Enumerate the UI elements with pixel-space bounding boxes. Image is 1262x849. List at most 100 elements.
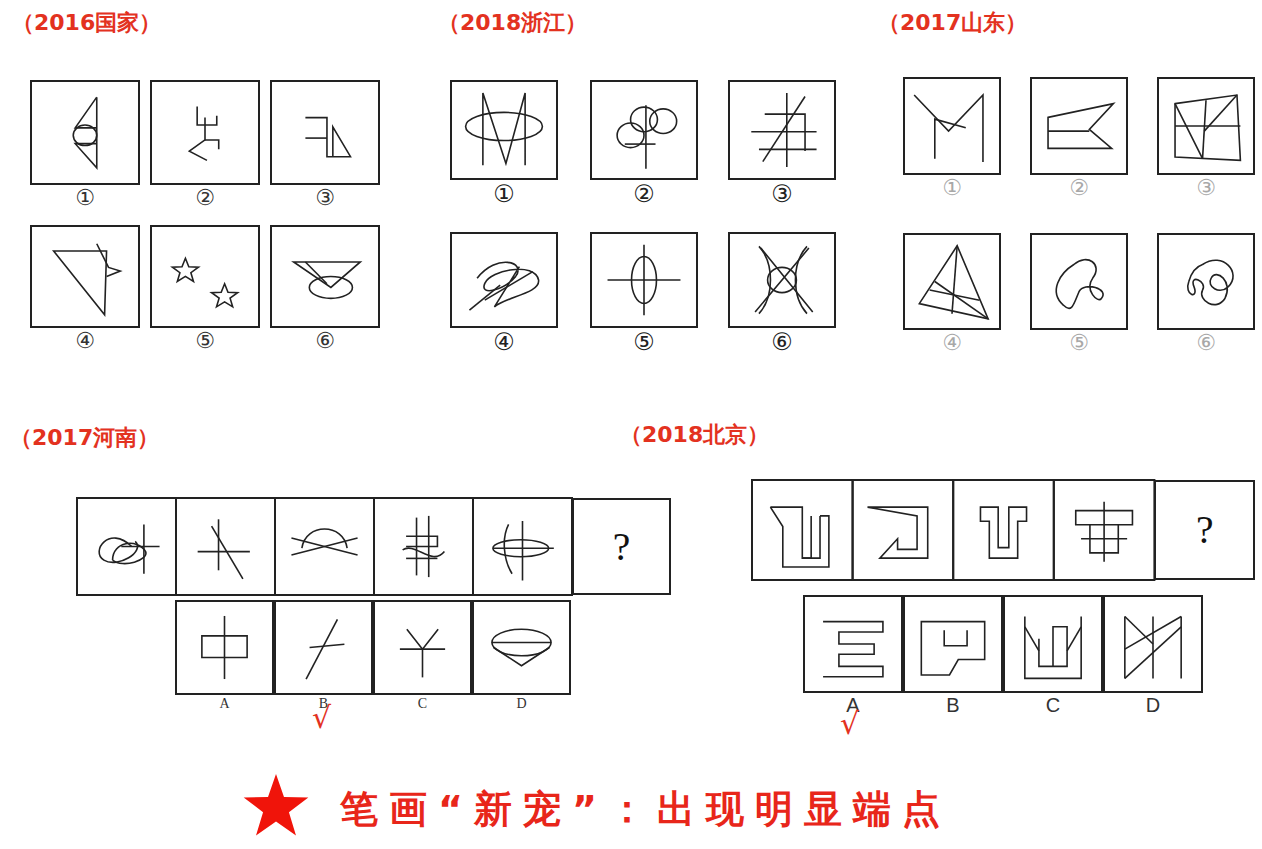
figure — [54, 244, 121, 315]
figure-cell — [473, 498, 572, 595]
figure-stroke — [305, 118, 350, 157]
figure-stroke — [608, 245, 681, 316]
figure-stroke — [306, 619, 337, 679]
figure — [921, 622, 984, 675]
figure-stroke — [121, 546, 159, 548]
figure-stroke — [1048, 104, 1113, 149]
option-panel: D — [1103, 595, 1203, 693]
figure-cell — [1054, 480, 1155, 580]
figure-stroke — [189, 118, 207, 161]
figure-stroke — [485, 272, 533, 301]
figure-cell — [374, 498, 473, 595]
figure-panel: ① — [903, 77, 1001, 175]
figure-panel: ④ — [903, 233, 1001, 330]
figure-stroke — [198, 551, 250, 553]
figure — [294, 262, 361, 298]
figure-stroke — [980, 507, 1026, 558]
panel-number: ① — [905, 176, 999, 200]
figure-stroke — [504, 524, 512, 573]
figure — [919, 246, 988, 319]
figure — [751, 93, 816, 167]
figure — [1125, 616, 1181, 678]
figure-stroke — [921, 622, 984, 675]
figure-stroke — [1124, 616, 1126, 678]
figure — [608, 245, 681, 316]
option-panel: D — [472, 600, 571, 695]
panel-number: D — [1105, 694, 1201, 716]
figure-stroke — [770, 507, 828, 567]
figure — [469, 262, 538, 310]
figure-panel: ⑤ — [590, 232, 698, 328]
figure-stroke — [751, 131, 816, 133]
figure-stroke — [914, 95, 983, 162]
figure-stroke — [224, 616, 226, 679]
figure-stroke — [400, 648, 445, 650]
figure — [755, 246, 813, 313]
figure-stroke — [759, 149, 817, 151]
panel-number: B — [905, 694, 1001, 716]
figure-stroke — [197, 106, 217, 125]
panel-number: ① — [452, 181, 556, 207]
figure-cell — [275, 498, 374, 595]
figure-stroke — [1067, 627, 1081, 651]
figure — [1048, 104, 1113, 149]
figure — [617, 105, 677, 168]
figure — [99, 524, 159, 573]
figure-stroke — [406, 536, 437, 546]
figure-stroke — [469, 285, 500, 310]
figure-stroke — [97, 244, 121, 277]
figure-stroke — [1039, 627, 1067, 667]
figure-panel: ⑥ — [1157, 233, 1255, 330]
option-panel: B — [274, 600, 373, 695]
panel-number: ③ — [1159, 176, 1253, 200]
figure-stroke — [631, 107, 658, 132]
option-panel: B — [903, 595, 1003, 693]
figure — [1188, 260, 1233, 304]
figure-cell — [752, 480, 853, 580]
figure — [403, 516, 445, 577]
group-title: （2018浙江） — [438, 8, 587, 38]
figure — [305, 118, 350, 157]
figure-stroke — [1025, 627, 1039, 651]
figure — [306, 619, 344, 679]
figure-stroke — [493, 547, 554, 549]
figure-panel: ④ — [450, 232, 558, 328]
figure — [1056, 260, 1103, 309]
figure-panel: ③ — [1157, 77, 1255, 175]
figure — [1025, 616, 1081, 678]
panel-number: ② — [592, 181, 696, 207]
figure — [1175, 95, 1240, 160]
panel-number: ⑤ — [592, 329, 696, 355]
figure-stroke — [1180, 616, 1182, 678]
figure-stroke — [302, 529, 347, 548]
figure-stroke — [522, 521, 524, 581]
panel-number: ⑤ — [152, 329, 258, 353]
figure — [914, 95, 983, 162]
figure — [867, 507, 927, 558]
panel-number: ③ — [272, 186, 378, 210]
figure-stroke — [422, 649, 424, 677]
question-mark: ? — [1156, 482, 1253, 578]
figure-stroke — [1152, 616, 1154, 678]
figure — [1076, 502, 1133, 562]
figure — [189, 106, 218, 160]
answer-check: √ — [312, 700, 331, 735]
panel-number: ③ — [730, 181, 834, 207]
figure-stroke — [1048, 130, 1089, 132]
figure-stroke — [403, 548, 445, 556]
figure-stroke — [310, 644, 345, 647]
figure-panel: ② — [1030, 77, 1128, 175]
figure-stroke — [483, 93, 525, 165]
figure-cell — [77, 498, 176, 595]
figure-stroke — [770, 507, 820, 558]
figure-stroke — [212, 526, 243, 579]
figure-panel: ⑥ — [728, 232, 836, 328]
figure — [823, 622, 883, 677]
figure-cell — [176, 498, 275, 595]
figure-stroke — [1103, 502, 1105, 562]
figure-stroke — [291, 538, 357, 555]
figure — [291, 529, 357, 555]
figure-stroke — [802, 516, 811, 558]
